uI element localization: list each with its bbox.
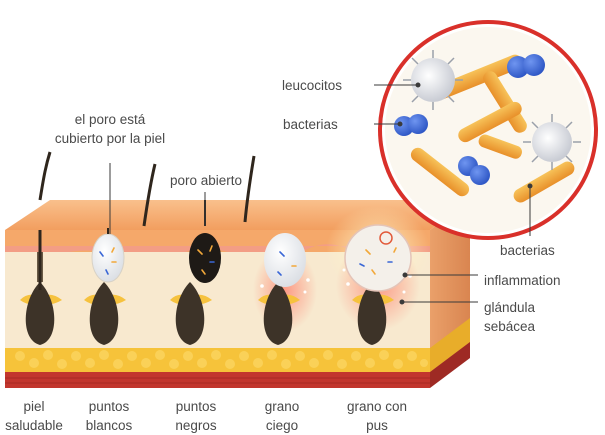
label-covered-pore-line2: cubierto por la piel (54, 131, 166, 146)
follicle-blackhead (142, 163, 221, 345)
label-open-pore: poro abierto (169, 173, 243, 188)
magnifier-inset (378, 20, 598, 240)
stage-label-blackheads-line1: puntos (175, 399, 217, 414)
label-sebaceous-gland-line2: sebácea (484, 319, 536, 334)
leukocyte-cell (523, 114, 581, 170)
label-bacteria-bottom: bacterias (500, 243, 555, 258)
label-inflammation: inflammation (484, 273, 561, 288)
stage-label-blackheads: puntos negros (175, 397, 216, 435)
stage-label-pustule-line2: pus (366, 418, 388, 433)
follicle-healthy (20, 151, 62, 345)
stage-label-whiteheads-line2: blancos (85, 418, 133, 433)
label-covered-pore-line1: el poro está (74, 112, 146, 127)
label-covered-pore: el poro está cubierto por la piel (55, 110, 165, 148)
stage-label-papule: grano ciego (265, 397, 300, 435)
stage-label-healthy: piel saludable (5, 397, 63, 435)
coccus-pair (458, 156, 490, 185)
stage-label-pustule: grano con pus (347, 397, 407, 435)
stage-label-papule-line1: grano (264, 399, 300, 414)
stage-label-pustule-line1: grano con (346, 399, 408, 414)
label-bacteria-left: bacterias (283, 117, 338, 132)
stage-label-healthy-line2: saludable (5, 418, 63, 433)
follicle-whitehead (84, 228, 126, 345)
leader-lines (109, 82, 533, 305)
stage-label-whiteheads-line1: puntos (88, 399, 130, 414)
coccus-pair (507, 54, 545, 78)
label-leukocytes: leucocitos (282, 78, 343, 93)
label-sebaceous-gland: glándula sebácea (484, 298, 535, 336)
follicle-papule (243, 155, 317, 345)
leukocyte-cell (403, 50, 463, 110)
label-sebaceous-gland-line1: glándula (484, 300, 536, 315)
stage-label-blackheads-line2: negros (175, 418, 217, 433)
coccus-pair (394, 114, 428, 136)
stage-label-papule-line2: ciego (265, 418, 299, 433)
stage-label-whiteheads: puntos blancos (86, 397, 133, 435)
stage-label-healthy-line1: piel (23, 399, 45, 414)
